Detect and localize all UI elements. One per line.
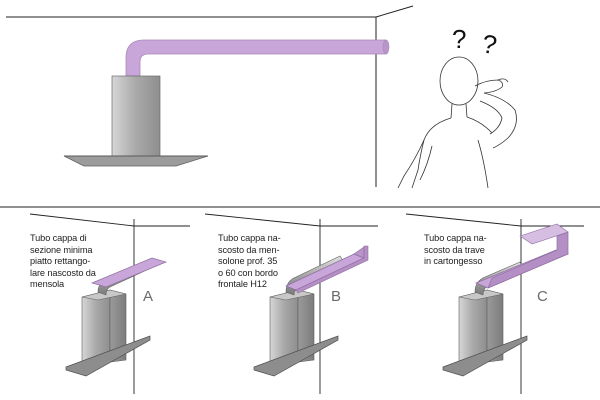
variant-b-ceiling-line: [204, 213, 321, 227]
variant-b-letter: B: [331, 288, 341, 305]
thinking-person-figure: [397, 56, 517, 189]
variant-c-hood: [442, 289, 528, 377]
variant-a-hood: [65, 289, 151, 377]
variant-c-beam-top: [519, 223, 569, 245]
variant-a-shelf: [90, 257, 168, 288]
variant-c-caption-line: in cartongesso: [424, 256, 483, 267]
variant-a-ceiling-line: [29, 213, 135, 227]
variant-a-letter: A: [143, 288, 153, 305]
variant-b-scene: B: [204, 213, 378, 394]
variant-c-scene: C: [405, 213, 584, 394]
variant-b-hood: [253, 289, 339, 377]
variant-b-caption-line: o 60 con bordo: [218, 267, 278, 278]
variant-c-letter: C: [537, 288, 548, 305]
variant-c-caption-line: scosto da trave: [424, 244, 485, 255]
top-scene: ? ?: [6, 5, 517, 189]
variant-a-caption-line: Tubo cappa di: [30, 233, 87, 243]
variant-a-caption-line: piatto rettango-: [30, 256, 91, 267]
variant-a-caption-line: sezione minima: [30, 244, 93, 255]
variant-b-caption-line: scosto da men-: [218, 244, 280, 255]
exhaust-duct: [125, 39, 390, 77]
variant-a-caption: Tubo cappa di sezione minima piatto rett…: [30, 233, 100, 291]
variant-b-shelf-front: [295, 245, 369, 294]
variant-b-shelf: [285, 253, 365, 291]
variant-a-caption-line: mensola: [30, 279, 65, 290]
variant-b-caption: Tubo cappa na- scosto da men- solone pro…: [218, 233, 290, 291]
variant-c-ceiling-line: [405, 213, 522, 227]
variant-c-caption-line: Tubo cappa na-: [424, 233, 487, 243]
variant-a-caption-line: lare nascosto da: [30, 267, 96, 278]
range-hood: [63, 75, 209, 167]
variant-b-caption-line: Tubo cappa na-: [218, 233, 281, 243]
ceiling-corner-line: [375, 5, 414, 18]
variant-a-scene: A: [29, 213, 190, 394]
question-mark-2: ?: [480, 28, 499, 60]
variant-c-caption: Tubo cappa na- scosto da trave in carton…: [424, 233, 494, 268]
question-mark-1: ?: [452, 24, 466, 54]
variant-c-beam-front: [487, 231, 569, 289]
variant-b-caption-line: frontale H12: [218, 279, 267, 290]
variant-b-caption-line: solone prof. 35: [218, 256, 278, 267]
